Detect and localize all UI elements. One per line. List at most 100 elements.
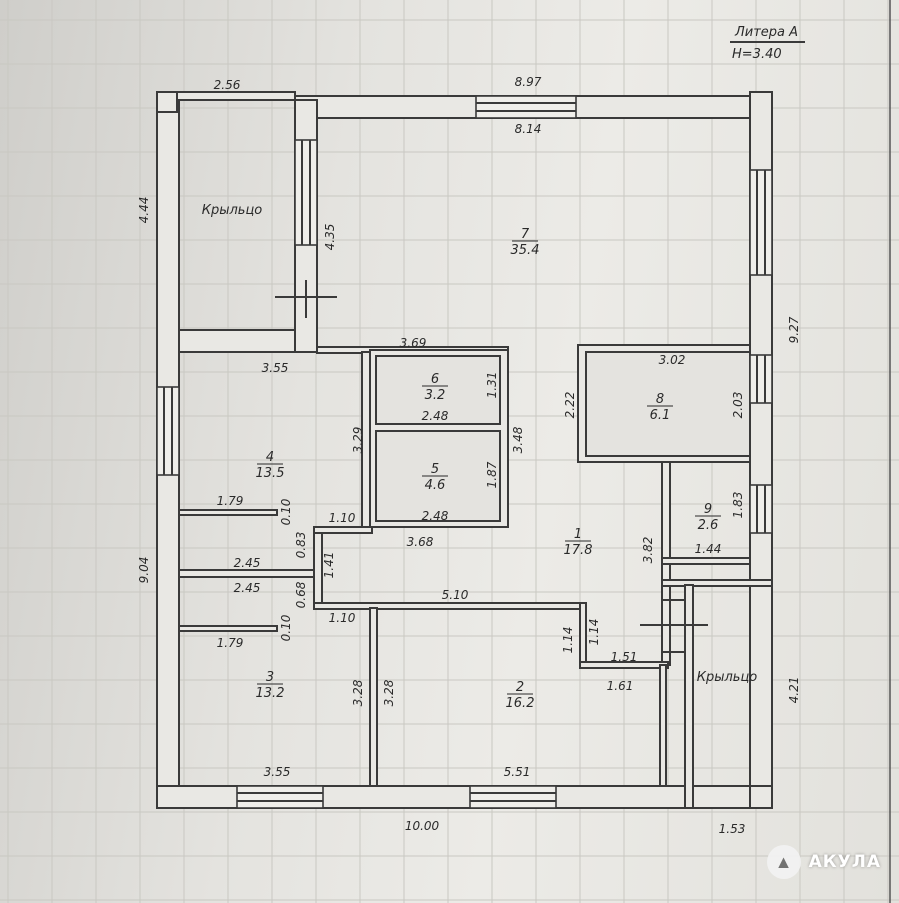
window-right-room7 — [749, 169, 773, 276]
wall-corridor-left — [313, 527, 323, 609]
window-room4 — [156, 386, 180, 476]
wall-porch-bottom — [178, 329, 296, 353]
room-area: 35.4 — [511, 243, 540, 258]
partition-room4 — [178, 509, 278, 516]
dimension-label: 9.04 — [137, 557, 151, 584]
dimension-label: 3.29 — [351, 427, 365, 454]
dimension-label: 2.56 — [214, 78, 241, 92]
room-area: 17.8 — [564, 543, 593, 558]
wall-porch2-left — [684, 584, 694, 809]
dimension-label: 3.48 — [511, 426, 525, 453]
porch1-corner — [156, 91, 178, 113]
room-8-area — [585, 351, 751, 457]
room-number: 4 — [266, 450, 274, 465]
dimension-label: 1.79 — [217, 494, 244, 508]
dimension-label: 1.83 — [731, 492, 745, 519]
dimension-label: 5.10 — [442, 588, 469, 602]
dimension-label: 1.61 — [607, 679, 634, 693]
room-area: 13.2 — [256, 686, 285, 701]
dimension-label: 0.10 — [279, 614, 293, 641]
window-room3 — [236, 785, 324, 809]
windows — [156, 95, 773, 809]
dimension-label: 2.48 — [422, 509, 449, 523]
wall-room2-right — [659, 664, 667, 787]
dimension-label: 9.27 — [787, 316, 801, 343]
window-top — [475, 95, 577, 119]
room-number: 6 — [431, 372, 439, 387]
litera-label: Литера А — [734, 25, 798, 40]
watermark: ▲ АКУЛА — [766, 845, 881, 879]
dimension-label: 4.21 — [787, 677, 801, 704]
wall-rooms-2-3 — [369, 607, 378, 787]
dimension-label: 3.68 — [407, 535, 434, 549]
window-room2 — [469, 785, 557, 809]
room-area: 2.6 — [698, 518, 719, 533]
room-number: 7 — [521, 227, 530, 242]
dimension-label: 1.79 — [217, 636, 244, 650]
wall-porch2-top — [661, 579, 773, 587]
dimension-label: 1.10 — [329, 511, 356, 525]
dimension-label: 0.68 — [294, 581, 308, 608]
wall-rooms-3-4 — [178, 569, 316, 578]
dimension-label: 3.82 — [641, 537, 655, 564]
dimension-label: 1.44 — [695, 542, 722, 556]
wall-room9-bottom — [661, 557, 751, 565]
window-room8 — [749, 354, 773, 404]
dimension-label: 2.22 — [563, 392, 577, 419]
dimension-label: 8.97 — [515, 75, 542, 89]
dimension-label: 1.31 — [485, 372, 499, 399]
dimension-label: 3.28 — [351, 679, 365, 706]
room-area: 6.1 — [650, 408, 671, 423]
dimension-label: 3.55 — [264, 765, 291, 779]
dimension-label: 0.10 — [279, 498, 293, 525]
dimension-label: 1.41 — [322, 552, 336, 579]
room-number: 1 — [574, 527, 582, 542]
dimension-label: 1.53 — [719, 822, 746, 836]
dimension-label: 2.45 — [234, 581, 261, 595]
room-area: 3.2 — [425, 388, 446, 403]
dimension-label: 2.45 — [234, 556, 261, 570]
room-area: 13.5 — [256, 466, 285, 481]
dimension-label: 4.35 — [323, 224, 337, 251]
dimension-label: 0.83 — [294, 532, 308, 559]
room-area: 4.6 — [425, 478, 446, 493]
porch-label: Крыльцо — [697, 670, 758, 685]
dimension-label: 1.10 — [329, 611, 356, 625]
dimension-label: 2.48 — [422, 409, 449, 423]
dimension-label: 10.00 — [405, 819, 440, 833]
dimension-label: 3.69 — [400, 336, 427, 350]
dimension-label: 3.28 — [382, 679, 396, 706]
room-labels: 735.4 63.2 54.6 413.5 117.8 86.1 92.6 313.2 216.… — [256, 227, 721, 711]
dimension-label: 4.44 — [137, 197, 151, 224]
wall-room2-top — [313, 602, 586, 610]
dimension-label: 1.87 — [485, 461, 499, 488]
dimension-label: 5.51 — [504, 765, 531, 779]
height-label: Н=3.40 — [732, 47, 782, 62]
room-6-area — [375, 355, 501, 425]
wall-room2-step — [579, 602, 587, 669]
wall-corridor-top — [313, 526, 373, 534]
room-number: 2 — [516, 680, 524, 695]
dimensions-horizontal: 2.56 8.97 8.14 3.69 3.55 3.02 2.48 2.48 1.79 1.10… — [214, 75, 746, 836]
room-number: 8 — [656, 392, 664, 407]
wall-room2-step-bottom — [579, 661, 669, 669]
room-number: 9 — [704, 502, 712, 517]
dimension-label: 3.02 — [659, 353, 686, 367]
partition-room3 — [178, 625, 278, 632]
dimension-label: 8.14 — [515, 122, 542, 136]
dimension-label: 1.14 — [587, 619, 601, 646]
dimension-label: 1.51 — [611, 650, 638, 664]
room-area: 16.2 — [506, 696, 535, 711]
porch2-corner — [749, 785, 773, 809]
dimension-label: 1.14 — [561, 627, 575, 654]
window-porch1 — [294, 139, 318, 246]
porch-label: Крыльцо — [202, 203, 263, 218]
watermark-brand: АКУЛА — [808, 852, 881, 872]
room-number: 5 — [431, 462, 439, 477]
room-number: 3 — [266, 670, 274, 685]
window-room9 — [749, 484, 773, 534]
dimension-label: 3.55 — [262, 361, 289, 375]
